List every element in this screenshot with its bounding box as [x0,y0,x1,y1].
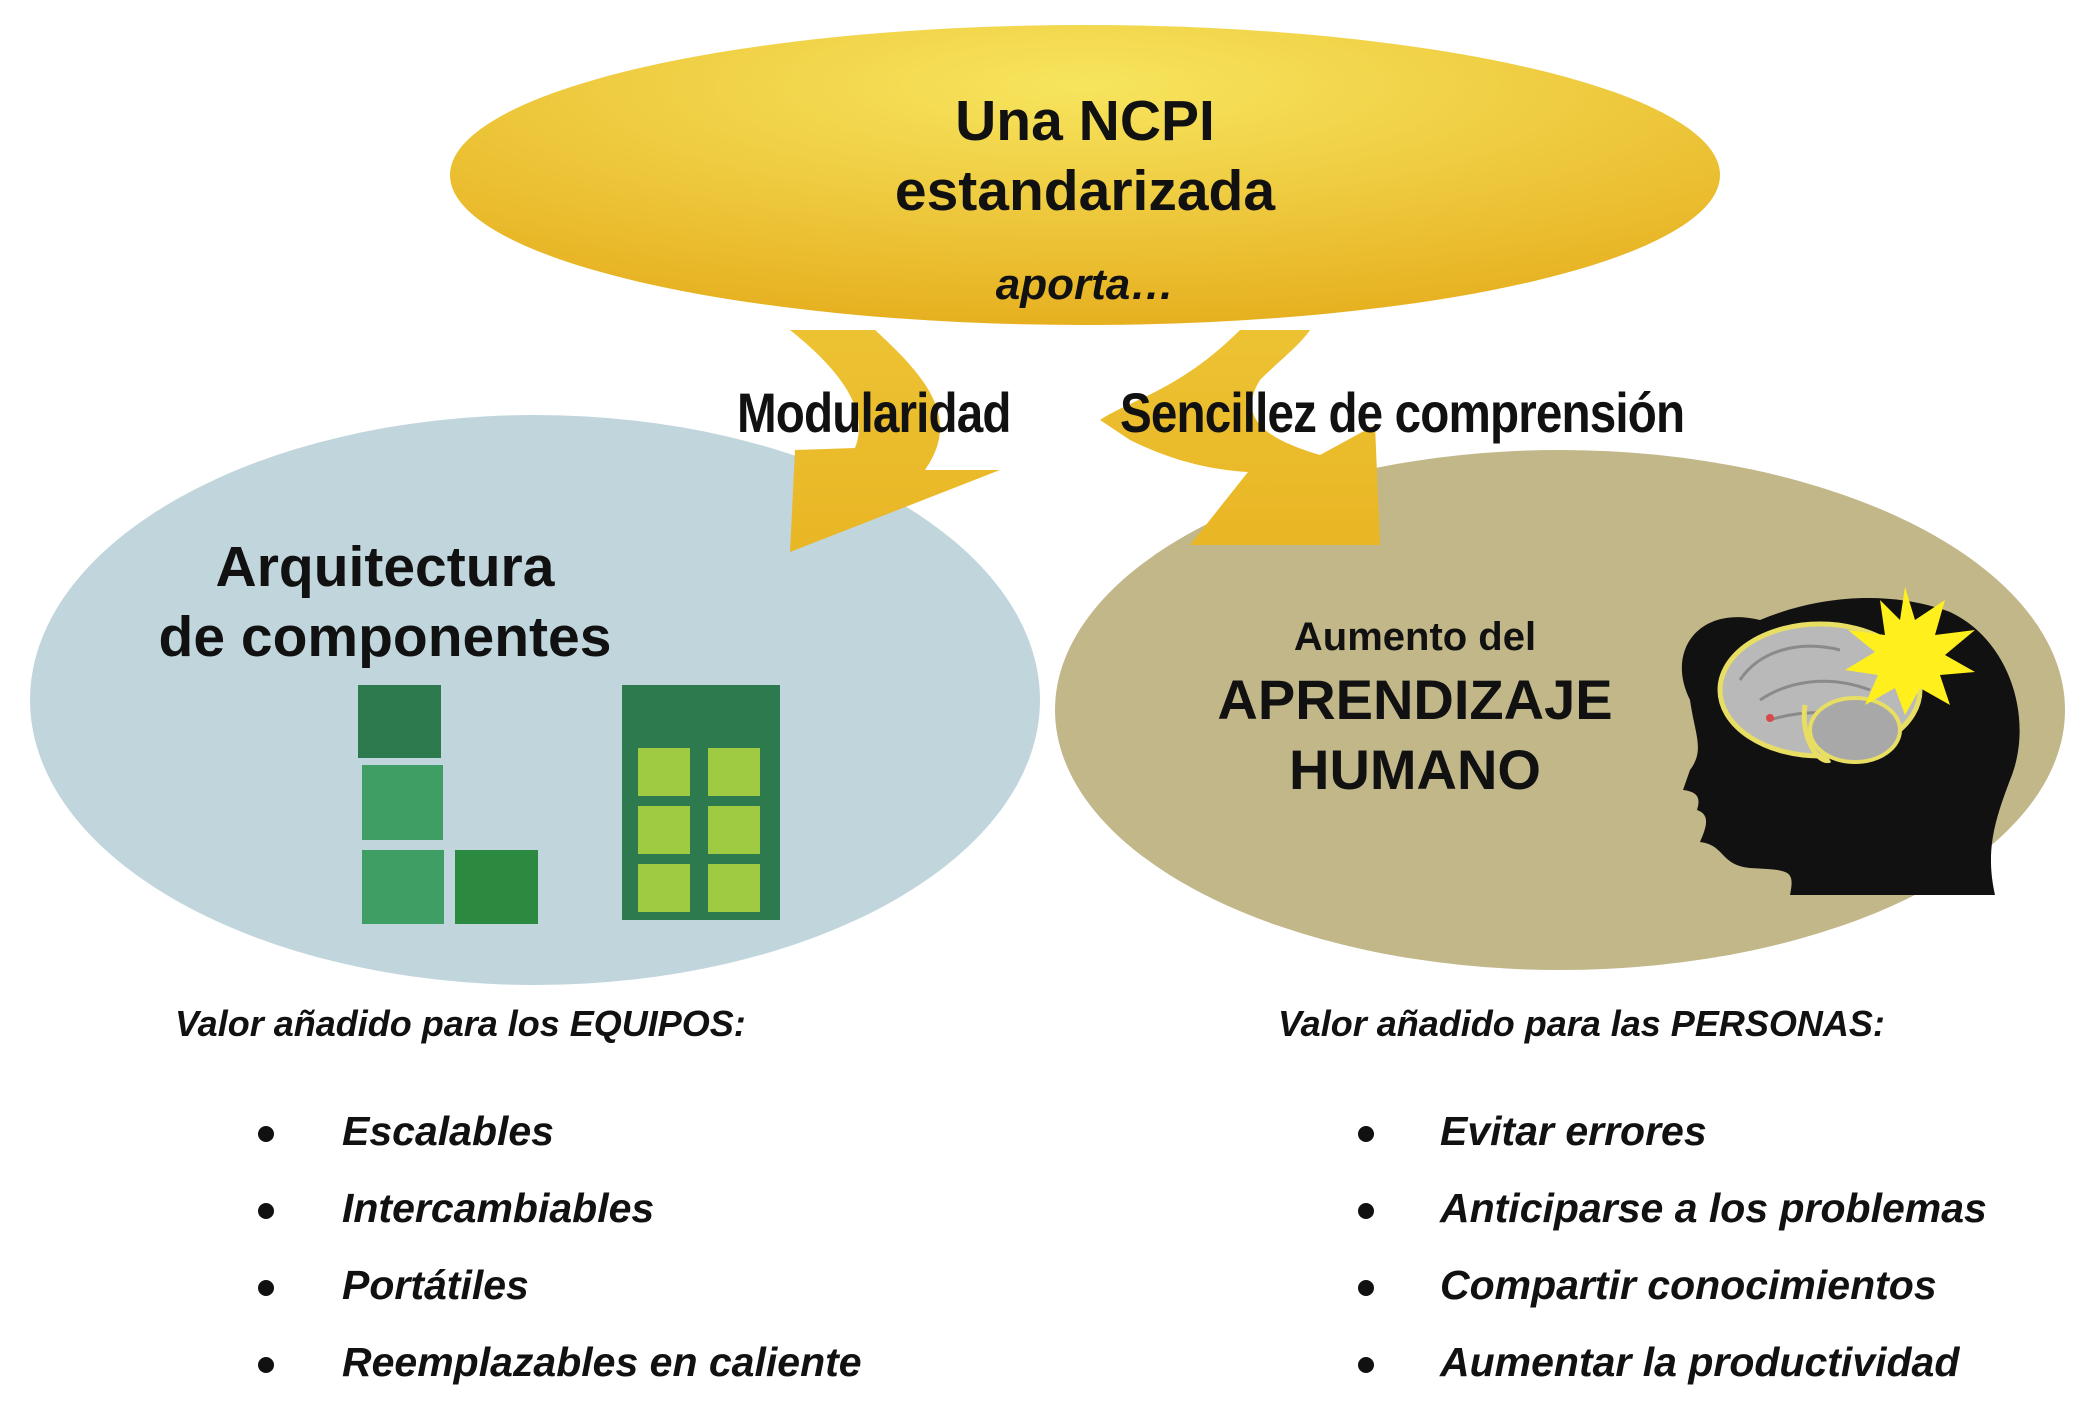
list-item: Compartir conocimientos [1358,1262,2058,1339]
top-title: Una NCPI estandarizada [700,86,1470,226]
top-title-line1: Una NCPI [955,89,1215,153]
bullet-icon [1358,1126,1374,1142]
list-item: Anticiparse a los problemas [1358,1185,2058,1262]
right-title-line1: APRENDIZAJE [1217,668,1613,731]
list-item: Reemplazables en caliente [258,1339,1058,1416]
left-title-line2: de componentes [158,605,612,669]
left-ellipse [30,415,1040,985]
arrow-left [790,330,1000,552]
arrow-right [1100,330,1380,545]
right-value-heading: Valor añadido para las PERSONAS: [1278,1003,1885,1044]
head-brain-icon [1681,587,2020,895]
list-item: Escalables [258,1108,1058,1185]
block-bottom-right [455,850,538,924]
component-slots [638,748,760,912]
list-item: Evitar errores [1358,1108,2058,1185]
bullet-icon [258,1280,274,1296]
list-item: Portátiles [258,1262,1058,1339]
right-bullet-list: Evitar errores Anticiparse a los problem… [1358,1108,2058,1416]
top-title-line2: estandarizada [894,159,1276,223]
bullet-icon [258,1126,274,1142]
right-title: APRENDIZAJE HUMANO [1170,665,1660,805]
block-bottom-left [362,850,444,924]
bullet-icon [1358,1203,1374,1219]
block-mid-left [362,765,443,840]
block-top-left [358,685,441,758]
left-title-line1: Arquitectura [215,535,555,599]
top-subtitle: aporta… [995,260,1175,309]
list-item: Intercambiables [258,1185,1058,1262]
flow-label-left: Modularidad [737,381,1011,444]
bullet-icon [1358,1280,1374,1296]
left-value-heading: Valor añadido para los EQUIPOS: [175,1003,746,1044]
right-pre-title: Aumento del [1293,615,1537,659]
left-title: Arquitectura de componentes [120,532,650,672]
flow-label-right: Sencillez de comprensión [1120,381,1685,444]
bullet-icon [258,1203,274,1219]
right-title-line2: HUMANO [1289,738,1541,801]
bullet-icon [258,1357,274,1373]
top-ellipse [450,25,1720,325]
left-bullet-list: Escalables Intercambiables Portátiles Re… [258,1108,1058,1416]
list-item: Aumentar la productividad [1358,1339,2058,1416]
bullet-icon [1358,1357,1374,1373]
